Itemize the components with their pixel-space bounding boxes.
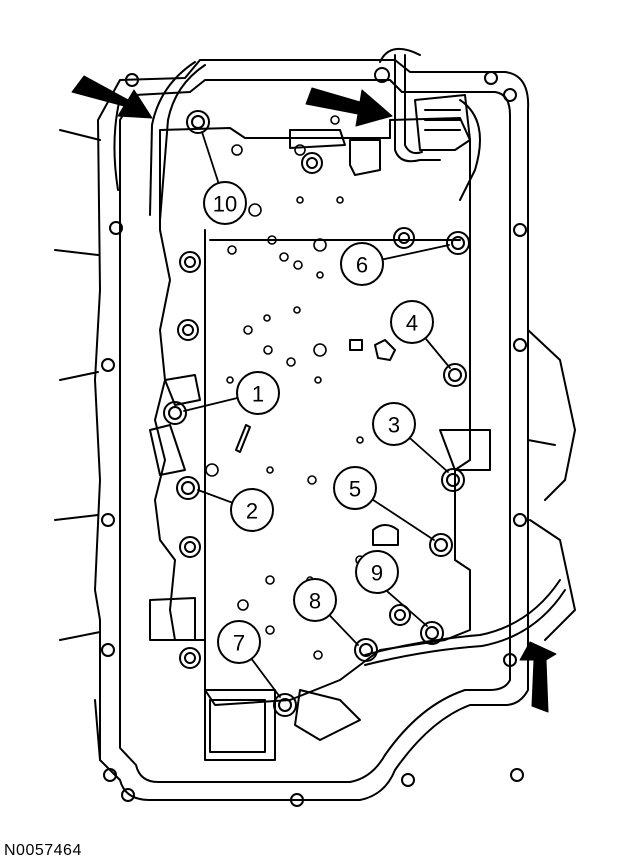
- arrow-top-left: [71, 75, 153, 119]
- bolt-7: [273, 693, 297, 717]
- callout-9: 9: [355, 550, 399, 594]
- bolt-left-2: [177, 319, 199, 341]
- svg-text:9: 9: [371, 561, 383, 586]
- bolt-8: [354, 638, 378, 662]
- pointer-arrows: [71, 75, 557, 713]
- case-bolt-holes: [101, 67, 527, 807]
- callouts: 1 2 3 4 5 6 7 8 9 10: [203, 181, 434, 664]
- arrow-bottom-right: [519, 641, 557, 713]
- svg-text:2: 2: [246, 499, 258, 524]
- svg-text:5: 5: [349, 477, 361, 502]
- callout-8: 8: [293, 578, 337, 622]
- arrow-top-middle: [305, 87, 393, 127]
- bolt-10: [186, 110, 210, 134]
- bolts: [163, 110, 470, 717]
- bolt-1: [163, 401, 187, 425]
- transmission-case: [54, 47, 576, 801]
- callout-4: 4: [390, 300, 434, 344]
- bolt-2: [176, 476, 200, 500]
- svg-text:6: 6: [356, 253, 368, 278]
- bolt-left-1: [179, 251, 201, 273]
- callout-1: 1: [236, 371, 280, 415]
- callout-5: 5: [333, 466, 377, 510]
- svg-text:10: 10: [213, 192, 237, 217]
- wiring-harness-connector: [289, 54, 481, 201]
- valve-body: [149, 117, 491, 761]
- svg-text:7: 7: [233, 631, 245, 656]
- bolt-4: [443, 363, 467, 387]
- svg-text:4: 4: [406, 311, 418, 336]
- bolt-9: [420, 621, 444, 645]
- wire-routing: [149, 61, 566, 666]
- bolt-9-left: [389, 604, 411, 626]
- bolt-5: [429, 533, 453, 557]
- bolt-3: [441, 468, 465, 492]
- bolt-left-3: [179, 536, 201, 558]
- bolt-6: [446, 231, 470, 255]
- callout-10: 10: [203, 181, 247, 225]
- svg-text:1: 1: [252, 382, 264, 407]
- callout-3: 3: [372, 402, 416, 446]
- callout-7: 7: [217, 620, 261, 664]
- bolt-6-left: [393, 227, 415, 249]
- svg-text:8: 8: [309, 589, 321, 614]
- bolt-left-4: [179, 647, 201, 669]
- figure-id: N0057464: [4, 842, 82, 859]
- callout-2: 2: [230, 488, 274, 532]
- callout-6: 6: [340, 242, 384, 286]
- bolt-top-middle: [301, 152, 323, 174]
- svg-text:3: 3: [388, 413, 400, 438]
